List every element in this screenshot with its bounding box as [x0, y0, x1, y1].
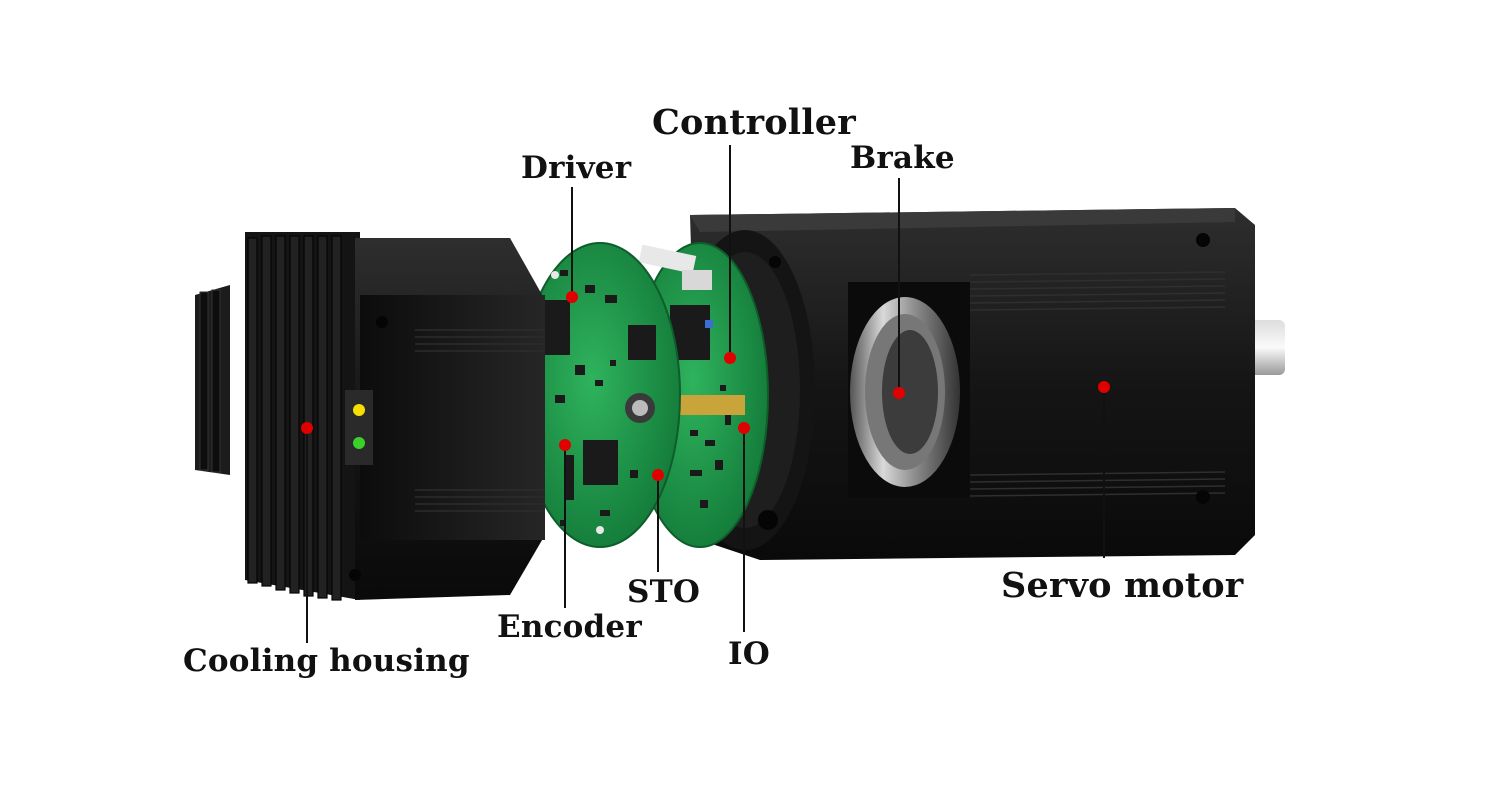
driver-label: Driver	[521, 150, 632, 186]
encoder-label: Encoder	[497, 609, 642, 645]
cooling-housing-label: Cooling housing	[183, 643, 470, 679]
servo-motor-marker	[1098, 381, 1110, 393]
controller-marker	[724, 352, 736, 364]
encoder-marker	[559, 439, 571, 451]
io-label: IO	[728, 636, 770, 672]
status-led-yellow	[353, 404, 365, 416]
driver-marker	[566, 291, 578, 303]
cooling-housing-marker	[301, 422, 313, 434]
status-led-green	[353, 437, 365, 449]
servo-motor-label: Servo motor	[1001, 565, 1244, 606]
io-marker	[738, 422, 750, 434]
driver-encoder-pcb	[519, 242, 681, 548]
sto-marker	[652, 469, 664, 481]
sto-label: STO	[627, 574, 701, 610]
brake-marker	[893, 387, 905, 399]
cooling-housing-body	[195, 232, 545, 601]
status-led-panel	[345, 390, 373, 465]
brake-label: Brake	[850, 140, 955, 176]
controller-label: Controller	[652, 102, 856, 143]
